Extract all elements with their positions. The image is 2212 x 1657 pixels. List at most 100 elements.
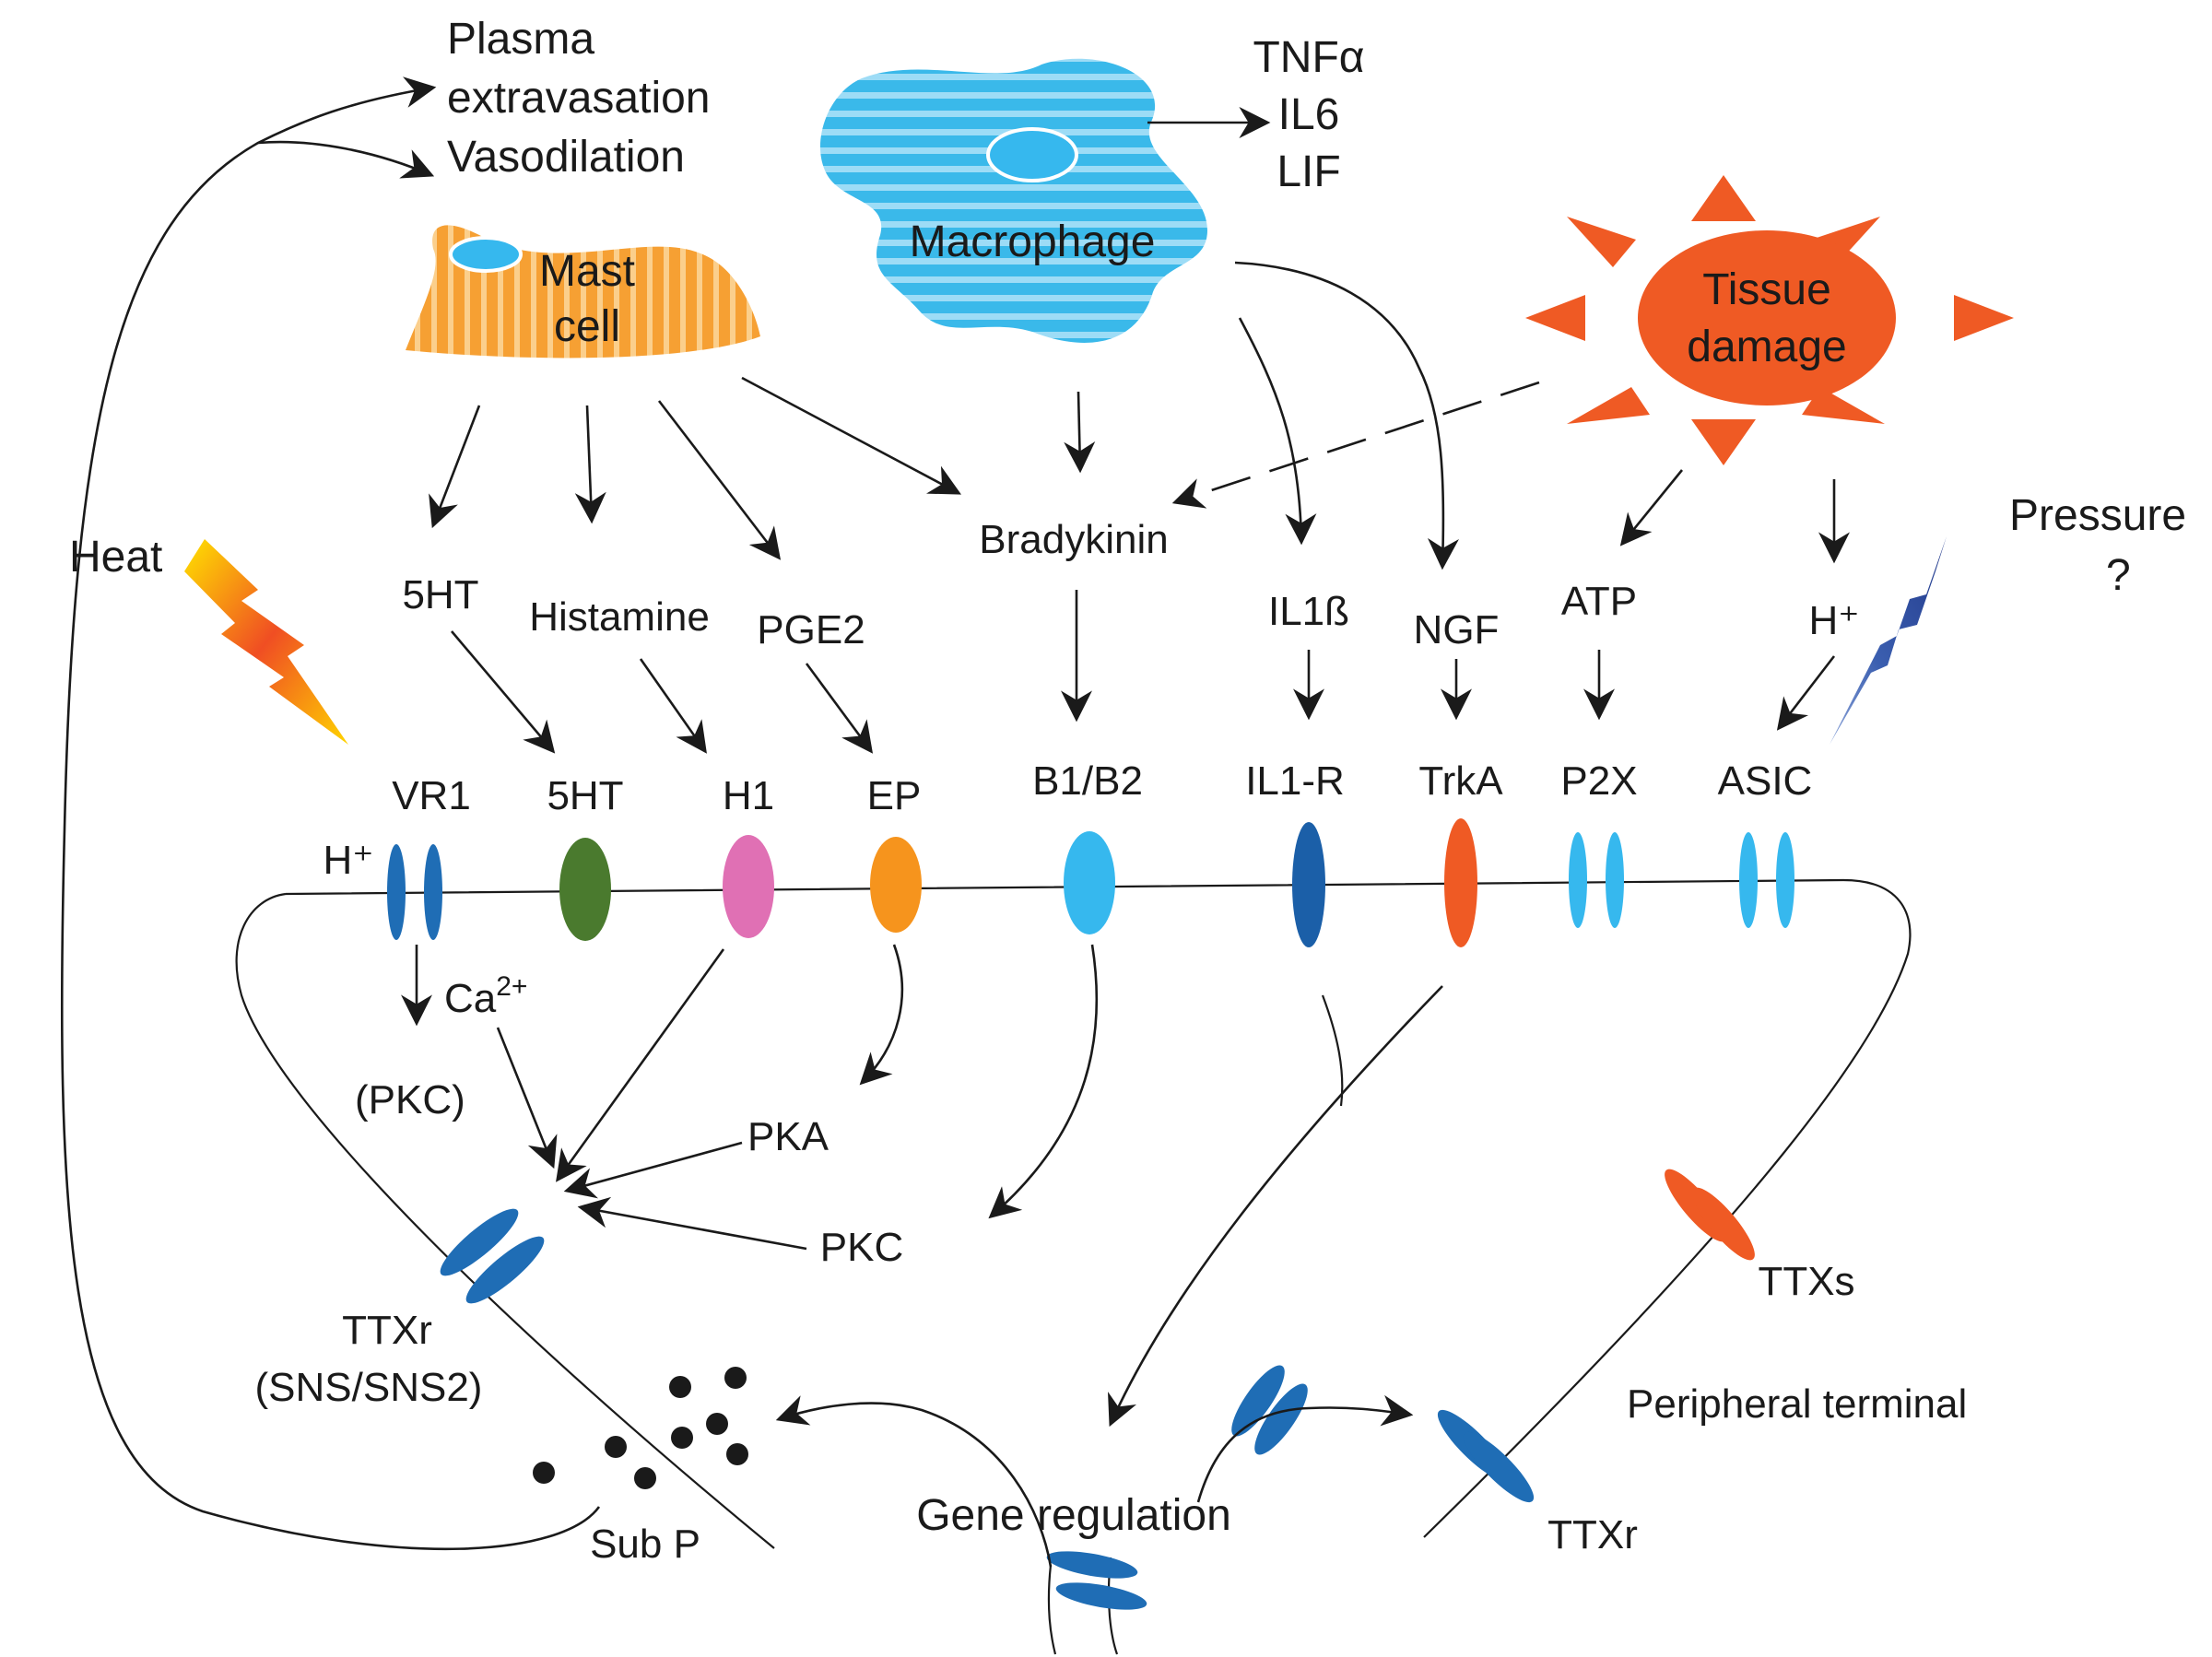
p2x-channel (1569, 832, 1587, 928)
asic-channel (1739, 832, 1758, 928)
vesicle-dot (706, 1413, 728, 1435)
arrow-pka-ttxr (563, 1141, 743, 1199)
pkc-paren-label: (PKC) (355, 1077, 465, 1122)
arrow-transport-to-terminal (1196, 1394, 1414, 1503)
receptor-p2x-label: P2X (1560, 758, 1637, 804)
ttxr-left-label: TTXr (342, 1308, 432, 1353)
gene-product-channel (1046, 1551, 1147, 1610)
sub-p-label: Sub P (590, 1522, 700, 1567)
receptor-5ht-label: 5HT (547, 773, 623, 818)
pkc-label: PKC (820, 1225, 903, 1270)
arrow-damage-bradykinin-dashed (1171, 381, 1540, 509)
sun-ray (1691, 175, 1756, 221)
ttxs-label: TTXs (1758, 1259, 1854, 1304)
arrow-macrophage-il1b (1238, 317, 1317, 546)
macrophage-label: Macrophage (910, 217, 1156, 266)
receptor-ep (870, 837, 922, 933)
receptor-5ht (559, 838, 611, 941)
receptor-h1-label: H1 (723, 773, 774, 818)
peripheral-terminal-label: Peripheral terminal (1627, 1381, 1967, 1427)
ttxr-right-channel (1437, 1409, 1535, 1503)
receptor-h1 (723, 835, 774, 938)
mast-cell-label-1: Mast (539, 247, 635, 296)
sun-ray (1567, 387, 1650, 424)
transport-subunit (1254, 1383, 1308, 1455)
sun-ray (1691, 419, 1756, 465)
arrow-b1b2-pkc (988, 944, 1099, 1219)
receptor-trka (1444, 818, 1477, 947)
vesicle-dot (724, 1367, 747, 1389)
pressure-label: Pressure (2009, 491, 2186, 540)
arrow-histamine-h1 (639, 658, 707, 754)
pressure-bolt-icon (1830, 536, 1947, 745)
cytokine-il6: IL6 (1278, 90, 1340, 139)
asic-channel (1776, 832, 1794, 928)
macrophage-shape (819, 58, 1207, 343)
outcome-plasma: Plasma (447, 15, 594, 64)
ttxr-left-channel (440, 1208, 545, 1304)
vasodilation-arrow (257, 140, 435, 179)
arrow-to-sub-p (775, 1395, 1053, 1568)
neurogenic-loop-line (60, 76, 601, 1551)
sun-ray (1525, 295, 1585, 341)
arrow-mast-5ht (429, 405, 481, 529)
arrow-damage-atp (1619, 469, 1684, 546)
axon-lower (1047, 1564, 1057, 1655)
arrow-h1-ttxr (556, 948, 725, 1182)
neuron-membrane-left (235, 892, 775, 1549)
cytokine-tnfa: TNFα (1253, 33, 1364, 82)
arrow-mast-bradykinin (741, 376, 962, 495)
arrow-proton-asic (1776, 655, 1836, 731)
pka-label: PKA (747, 1114, 830, 1159)
arrow-calcium-ttxr (496, 1027, 558, 1169)
axon-upper (1321, 994, 1344, 1107)
heat-label: Heat (69, 533, 162, 582)
mediator-histamine: Histamine (529, 594, 710, 640)
p2x-channel (1606, 832, 1624, 928)
ttxr-subunit (1463, 1431, 1535, 1503)
arrow-5ht-receptor (451, 630, 556, 754)
mediator-il1b: IL1ß (1268, 589, 1349, 634)
cytokine-lif: LIF (1277, 147, 1340, 196)
receptor-il1r (1292, 822, 1325, 947)
tissue-damage-label-2: damage (1687, 323, 1846, 371)
mediator-bradykinin: Bradykinin (979, 517, 1168, 562)
tissue-damage-core (1638, 230, 1896, 405)
vesicle-dot (533, 1462, 555, 1484)
receptor-b1b2 (1064, 831, 1115, 934)
arrow-pge2-ep (805, 663, 874, 754)
gene-regulation-label: Gene regulation (916, 1491, 1231, 1540)
vr1-channel (424, 844, 442, 940)
neuron-membrane (285, 878, 1912, 1538)
arrow-trka-gene-regulation (1108, 985, 1443, 1428)
substance-p-vesicles (533, 1367, 748, 1489)
vesicle-dot (726, 1443, 748, 1465)
sun-ray (1954, 295, 2014, 341)
ttxs-channel (1665, 1169, 1755, 1261)
vesicle-dot (605, 1436, 627, 1458)
vesicle-dot (634, 1467, 656, 1489)
tissue-damage-label-1: Tissue (1702, 265, 1831, 314)
pressure-question: ? (2106, 551, 2131, 600)
outcome-vasodilation: Vasodilation (447, 133, 685, 182)
vesicle-dot (669, 1376, 691, 1398)
mast-cell-nucleus (449, 236, 523, 273)
arrow-ep-pka (859, 944, 904, 1086)
receptor-vr1-label: VR1 (392, 773, 471, 818)
transport-channel-vesicle (1231, 1365, 1308, 1455)
arrow-pkc-ttxr (577, 1196, 807, 1251)
transport-subunit (1231, 1365, 1285, 1437)
vr1-proton-label: H⁺ (324, 838, 374, 883)
ttxr-subunit (465, 1236, 545, 1304)
tissue-damage-sun (1525, 175, 2014, 465)
ttxr-left-subtitle: (SNS/SNS2) (255, 1365, 483, 1410)
mast-cell-label-2: cell (554, 302, 620, 351)
arrow-mast-histamine (574, 405, 606, 524)
arrow-mast-pge2 (657, 400, 782, 560)
vr1-channel (387, 844, 406, 940)
receptor-il1r-label: IL1-R (1245, 758, 1345, 804)
receptor-trka-label: TrkA (1418, 758, 1503, 804)
arrow-macrophage-bradykinin (1064, 391, 1096, 474)
calcium-label: Ca2+ (444, 971, 527, 1021)
